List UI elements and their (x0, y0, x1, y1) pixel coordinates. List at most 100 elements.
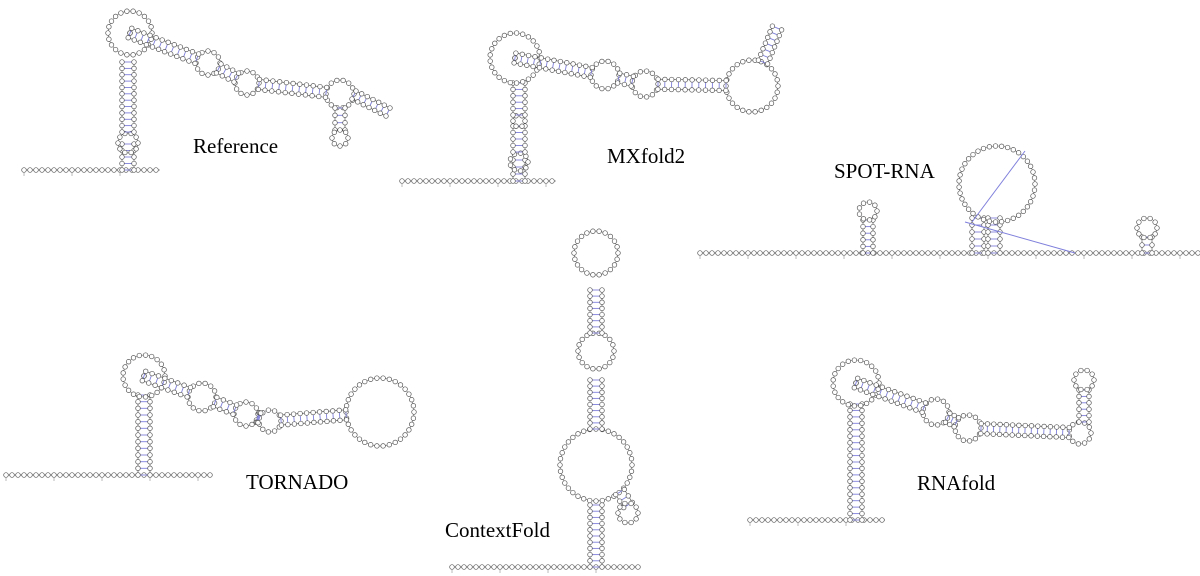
nucleotide (1076, 412, 1082, 419)
nucleotide (587, 395, 593, 402)
nucleotide (590, 272, 596, 278)
nucleotide (635, 510, 641, 516)
nucleotide (947, 410, 953, 416)
nucleotide (295, 91, 302, 97)
nucleotide (45, 167, 51, 173)
nucleotide (141, 167, 147, 173)
nucleotide (522, 136, 528, 142)
nucleotide (859, 420, 865, 426)
nucleotide (171, 389, 177, 395)
nucleotide (260, 426, 266, 432)
nucleotide (859, 498, 865, 504)
nucleotide (775, 83, 781, 89)
nucleotide (934, 396, 941, 402)
nucleotide (628, 468, 635, 474)
nucleotide (859, 459, 865, 465)
nucleotide (907, 250, 913, 256)
nucleotide (411, 178, 417, 184)
nucleotide (342, 105, 348, 111)
nucleotide (119, 167, 125, 173)
nucleotide (125, 387, 132, 393)
nucleotide (467, 564, 473, 570)
nucleotide (746, 57, 752, 63)
nucleotide (633, 516, 639, 522)
nucleotide (599, 564, 605, 570)
nucleotide (119, 78, 125, 84)
nucleotide (324, 84, 330, 91)
nucleotide (142, 394, 149, 400)
nucleotide (616, 434, 622, 441)
nucleotide (112, 46, 119, 53)
nucleotide (859, 517, 865, 523)
nucleotide (196, 407, 202, 414)
nucleotide (969, 250, 975, 256)
nucleotide (599, 305, 605, 312)
nucleotide (863, 400, 870, 407)
nucleotide (581, 73, 587, 79)
nucleotide (565, 485, 572, 491)
nucleotide (599, 287, 605, 293)
nucleotide (492, 70, 498, 76)
backbone-segment (213, 406, 234, 415)
nucleotide (1177, 250, 1183, 256)
nucleotide (847, 478, 853, 484)
nucleotide (1027, 250, 1033, 256)
nucleotide (154, 356, 160, 363)
nucleotide (192, 60, 198, 67)
nucleotide (587, 311, 593, 318)
nucleotide (587, 426, 593, 432)
nucleotide (605, 564, 611, 570)
nucleotide (368, 376, 374, 382)
nucleotide (1031, 187, 1038, 193)
nucleotide (149, 353, 155, 360)
nucleotide (346, 80, 352, 86)
nucleotide (1004, 217, 1011, 224)
nucleotide (587, 305, 593, 312)
nucleotide (349, 96, 355, 102)
nucleotide (635, 564, 641, 570)
nucleotide (75, 472, 81, 478)
nucleotide (128, 149, 134, 156)
nucleotide (955, 250, 961, 256)
nucleotide (131, 160, 137, 167)
nucleotide (956, 178, 962, 184)
nucleotide (847, 414, 853, 420)
nucleotide (317, 419, 324, 425)
nucleotide (1086, 412, 1092, 419)
nucleotide (587, 520, 593, 527)
nucleotide (997, 250, 1003, 256)
nucleotide (888, 398, 894, 404)
nucleotide (889, 250, 895, 256)
nucleotide (409, 421, 415, 427)
nucleotide (1081, 250, 1087, 256)
nucleotide (758, 51, 764, 58)
nucleotide (130, 52, 136, 58)
nucleotide (131, 154, 137, 160)
nucleotide (590, 366, 596, 372)
nucleotide (539, 564, 545, 570)
nucleotide (262, 87, 268, 93)
nucleotide (620, 439, 627, 445)
nucleotide (147, 452, 153, 458)
nucleotide (1189, 250, 1195, 256)
nucleotide (617, 504, 623, 510)
nucleotide (122, 149, 128, 156)
nucleotide (578, 266, 585, 273)
nucleotide (873, 517, 879, 523)
nucleotide (331, 141, 337, 147)
nucleotide (859, 510, 865, 517)
nucleotide (1093, 250, 1099, 256)
nucleotide (485, 564, 491, 570)
nucleotide (985, 236, 991, 242)
nucleotide (165, 39, 171, 45)
nucleotide (402, 386, 408, 392)
nucleotide (141, 30, 147, 36)
nucleotide (578, 233, 585, 240)
nucleotide (757, 250, 763, 256)
nucleotide (316, 409, 323, 415)
nucleotide (87, 167, 93, 173)
nucleotide (669, 76, 675, 83)
nucleotide (1032, 181, 1038, 187)
nucleotide (435, 178, 441, 184)
nucleotide (336, 407, 342, 413)
